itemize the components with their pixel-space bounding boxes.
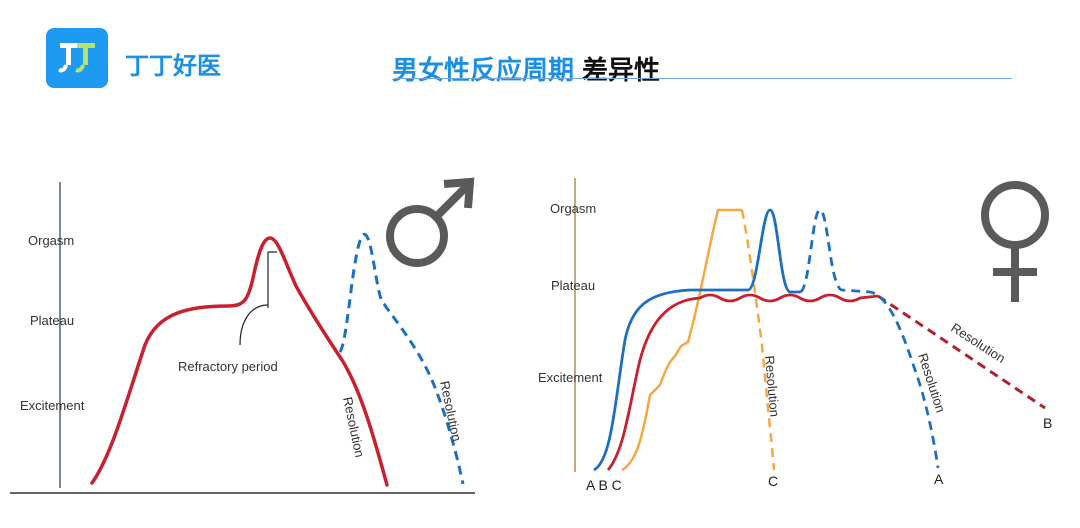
female-symbol-icon <box>981 181 1049 302</box>
male-phase-excitement: Excitement <box>20 398 85 413</box>
female-resolution-b-label: Resolution <box>948 320 1008 366</box>
female-curve-b <box>606 293 879 471</box>
brand-logo <box>46 28 108 88</box>
refractory-bracket <box>267 251 277 308</box>
curve-end-label-a: A <box>934 471 944 487</box>
curve-end-label-c: C <box>768 473 778 489</box>
female-curve-b-resolution <box>877 294 1046 410</box>
female-phase-excitement: Excitement <box>538 370 603 385</box>
female-curve-a-resolution <box>799 208 940 469</box>
female-phase-plateau: Plateau <box>551 278 595 293</box>
male-resolution-dashed-label: Resolution <box>437 380 464 443</box>
page-title: 男女性反应周期差异性 <box>392 50 660 87</box>
male-response-curve <box>90 236 389 487</box>
tt-logo-icon <box>58 43 95 73</box>
brand-name: 丁丁好医 <box>125 52 221 80</box>
female-curve-c <box>621 208 742 472</box>
curve-start-labels: A B C <box>586 477 622 493</box>
refractory-leader <box>239 304 269 346</box>
male-phase-orgasm: Orgasm <box>28 233 74 248</box>
header-divider <box>395 78 1012 79</box>
curve-end-label-b: B <box>1043 415 1052 431</box>
female-curve-a <box>593 208 800 472</box>
refractory-period-label: Refractory period <box>178 359 278 374</box>
female-resolution-c-label: Resolution <box>762 355 782 418</box>
male-symbol-icon <box>386 177 475 267</box>
male-phase-plateau: Plateau <box>30 313 74 328</box>
female-panel: Orgasm Plateau Excitement Resolution Res… <box>538 178 1052 493</box>
page-title-accent: 差异性 <box>582 56 661 86</box>
female-phase-orgasm: Orgasm <box>550 201 596 216</box>
male-panel: Orgasm Plateau Excitement Refractory per… <box>10 177 475 494</box>
female-curve-c-resolution <box>740 209 776 471</box>
male-second-cycle-curve <box>338 232 465 485</box>
page-title-main: 男女性反应周期 <box>392 56 575 86</box>
